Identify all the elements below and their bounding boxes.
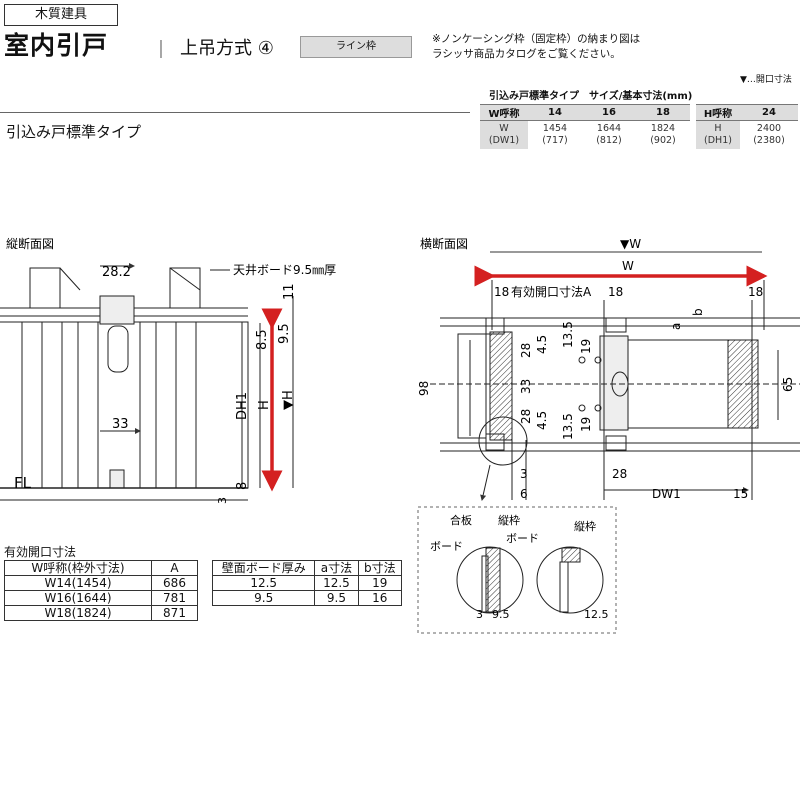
detail-labels: 合板 縦枠 ボード 3 9.5 ボード 縦枠 12.5 — [430, 513, 609, 621]
svg-text:縦枠: 縦枠 — [498, 513, 520, 527]
board-cell: 9.5 — [314, 590, 359, 606]
svg-text:有効開口寸法A: 有効開口寸法A — [511, 284, 592, 299]
svg-text:3: 3 — [520, 467, 528, 481]
dim-33: 33 — [112, 417, 129, 432]
category-tag: 木質建具 — [4, 4, 118, 26]
svg-text:合板: 合板 — [450, 513, 472, 527]
h-header: H呼称 — [696, 104, 740, 121]
svg-text:18: 18 — [748, 285, 763, 299]
vertical-dims: 11 8.5 9.5 DH1 H ▼H 8 3 — [216, 283, 297, 504]
svg-text:8.5: 8.5 — [255, 329, 270, 350]
w-size-table: W呼称 14 16 18 W(DW1) 1454(717) 1644(812) … — [480, 104, 690, 149]
svg-text:9.5: 9.5 — [277, 323, 292, 344]
opening-table-header: W呼称(枠外寸法) — [4, 560, 152, 576]
w-row-label: W(DW1) — [480, 120, 528, 149]
svg-text:4.5: 4.5 — [535, 411, 549, 430]
opening-cell: 686 — [151, 575, 198, 591]
board-cell: 12.5 — [314, 575, 359, 591]
svg-text:3: 3 — [476, 608, 483, 621]
svg-text:13.5: 13.5 — [561, 321, 575, 348]
floor-label: FL — [14, 474, 32, 492]
svg-text:28: 28 — [612, 467, 627, 481]
opening-legend: ▼…開口寸法 — [740, 75, 792, 85]
horizontal-section-drawing — [430, 280, 800, 501]
board-cell: 19 — [357, 575, 403, 591]
opening-cell: W16(1644) — [4, 590, 152, 606]
svg-text:3: 3 — [216, 497, 229, 504]
board-cell: 9.5 — [211, 590, 316, 606]
board-cell: 16 — [357, 590, 403, 606]
svg-text:▼H: ▼H — [281, 390, 296, 410]
catalog-note: ※ノンケーシング枠（固定枠）の納まり図は ラシッサ商品カタログをご覧ください。 — [432, 33, 641, 60]
svg-text:65: 65 — [781, 377, 795, 392]
dim-28-2: 28.2 — [102, 265, 131, 280]
h-cell: 2400(2380) — [740, 120, 798, 149]
vertical-section-title: 縦断面図 — [6, 236, 54, 251]
svg-text:縦枠: 縦枠 — [574, 519, 596, 533]
board-cell: 12.5 — [211, 575, 316, 591]
ceiling-board-label: 天井ボード9.5㎜厚 — [233, 263, 336, 277]
board-table-header: b寸法 — [357, 560, 403, 576]
svg-text:9.5: 9.5 — [492, 608, 510, 621]
w-cell: 1644(812) — [582, 120, 636, 149]
page-title: 室内引戸 — [4, 31, 109, 60]
h-col: 24 — [740, 104, 798, 121]
horizontal-section-title: 横断面図 — [420, 236, 468, 251]
svg-text:ボード: ボード — [430, 540, 463, 553]
install-method: 上吊方式 ④ — [180, 38, 274, 59]
w-cell: 1454(717) — [528, 120, 582, 149]
svg-text:4.5: 4.5 — [535, 335, 549, 354]
svg-text:19: 19 — [579, 417, 593, 432]
opening-cell: W14(1454) — [4, 575, 152, 591]
opening-cell: 781 — [151, 590, 198, 606]
svg-text:11: 11 — [282, 283, 297, 300]
svg-text:28: 28 — [519, 343, 533, 358]
subtitle-rule — [0, 112, 470, 113]
h-row-label: H(DH1) — [696, 120, 740, 149]
frame-type-pill: ライン枠 — [300, 36, 412, 58]
w-col: 18 — [636, 104, 690, 121]
svg-text:8: 8 — [235, 482, 250, 490]
w-col: 14 — [528, 104, 582, 121]
svg-text:a: a — [669, 323, 683, 330]
svg-text:H: H — [257, 400, 272, 410]
svg-text:13.5: 13.5 — [561, 413, 575, 440]
page-subtitle: 引込み戸標準タイプ — [6, 123, 142, 141]
dim-w-open: ▼W — [620, 237, 641, 251]
detail-box — [417, 506, 617, 634]
w-cell: 1824(902) — [636, 120, 690, 149]
svg-text:28: 28 — [519, 409, 533, 424]
dim-w: W — [622, 259, 634, 273]
svg-text:ボード: ボード — [506, 532, 539, 545]
svg-text:DW1: DW1 — [652, 487, 681, 501]
title-separator: ｜ — [152, 40, 170, 61]
horizontal-dims: 18 有効開口寸法A 18 18 a b 13.5 19 28 4.5 33 9… — [417, 284, 795, 501]
opening-cell: W18(1824) — [4, 605, 152, 621]
size-table-caption: 引込み戸標準タイプ サイズ/基本寸法(mm) — [489, 91, 693, 102]
svg-text:18: 18 — [494, 285, 509, 299]
svg-text:98: 98 — [417, 381, 431, 396]
opening-table-header: A — [151, 560, 198, 576]
svg-text:19: 19 — [579, 339, 593, 354]
board-table-header: a寸法 — [314, 560, 359, 576]
opening-cell: 871 — [151, 605, 198, 621]
svg-text:b: b — [691, 308, 705, 316]
svg-text:15: 15 — [733, 487, 748, 501]
detail-drawing — [456, 546, 604, 614]
svg-text:12.5: 12.5 — [584, 608, 609, 621]
board-table-header: 壁面ボード厚み — [211, 560, 316, 576]
opening-table: W呼称(枠外寸法)A W14(1454)686 W16(1644)781 W18… — [4, 560, 198, 621]
svg-text:18: 18 — [608, 285, 623, 299]
svg-text:33: 33 — [519, 379, 533, 394]
vertical-section-drawing — [0, 263, 294, 501]
svg-text:DH1: DH1 — [235, 392, 250, 420]
w-header: W呼称 — [480, 104, 528, 121]
svg-text:6: 6 — [520, 487, 528, 501]
h-size-table: H呼称 24 H(DH1) 2400(2380) — [696, 104, 798, 149]
opening-table-caption: 有効開口寸法 — [4, 545, 77, 559]
w-col: 16 — [582, 104, 636, 121]
